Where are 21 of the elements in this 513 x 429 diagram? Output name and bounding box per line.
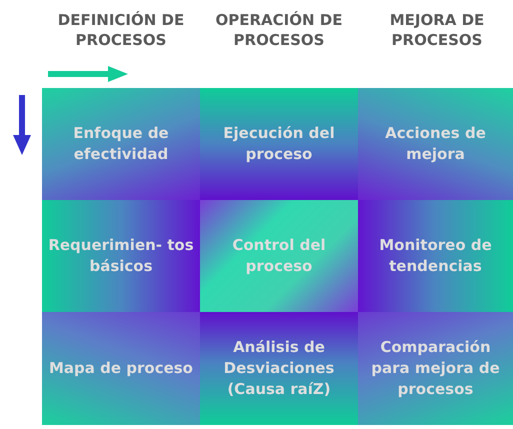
- cell-label: Enfoque de efectividad: [72, 123, 170, 165]
- grid-cell: [200, 200, 358, 312]
- column-heading: OPERACIÓN DE PROCESOS: [214, 10, 344, 50]
- grid-cell: [42, 200, 200, 312]
- grid-cell: [358, 312, 513, 425]
- column-heading: MEJORA DE PROCESOS: [388, 10, 486, 50]
- cell-label: Mapa de proceso: [48, 358, 193, 379]
- cell-label: Ejecución del proceso: [222, 123, 336, 165]
- grid-cell: [358, 88, 513, 200]
- cell-label: Monitoreo de tendencias: [378, 235, 493, 277]
- grid-cell: [42, 312, 200, 425]
- cell-label: Control del proceso: [231, 235, 327, 277]
- grid-cell: [42, 88, 200, 200]
- cell-label: Requerimien- tos básicos: [47, 235, 195, 277]
- cell-label: Comparación para mejora de procesos: [370, 337, 501, 400]
- column-heading: DEFINICIÓN DE PROCESOS: [56, 10, 186, 50]
- cell-label: Acciones de mejora: [384, 123, 487, 165]
- cell-label: Análisis de Desviaciones (Causa raíZ): [222, 337, 336, 400]
- grid-cell: [200, 312, 358, 425]
- grid-cell: [200, 88, 358, 200]
- grid-cell: [358, 200, 513, 312]
